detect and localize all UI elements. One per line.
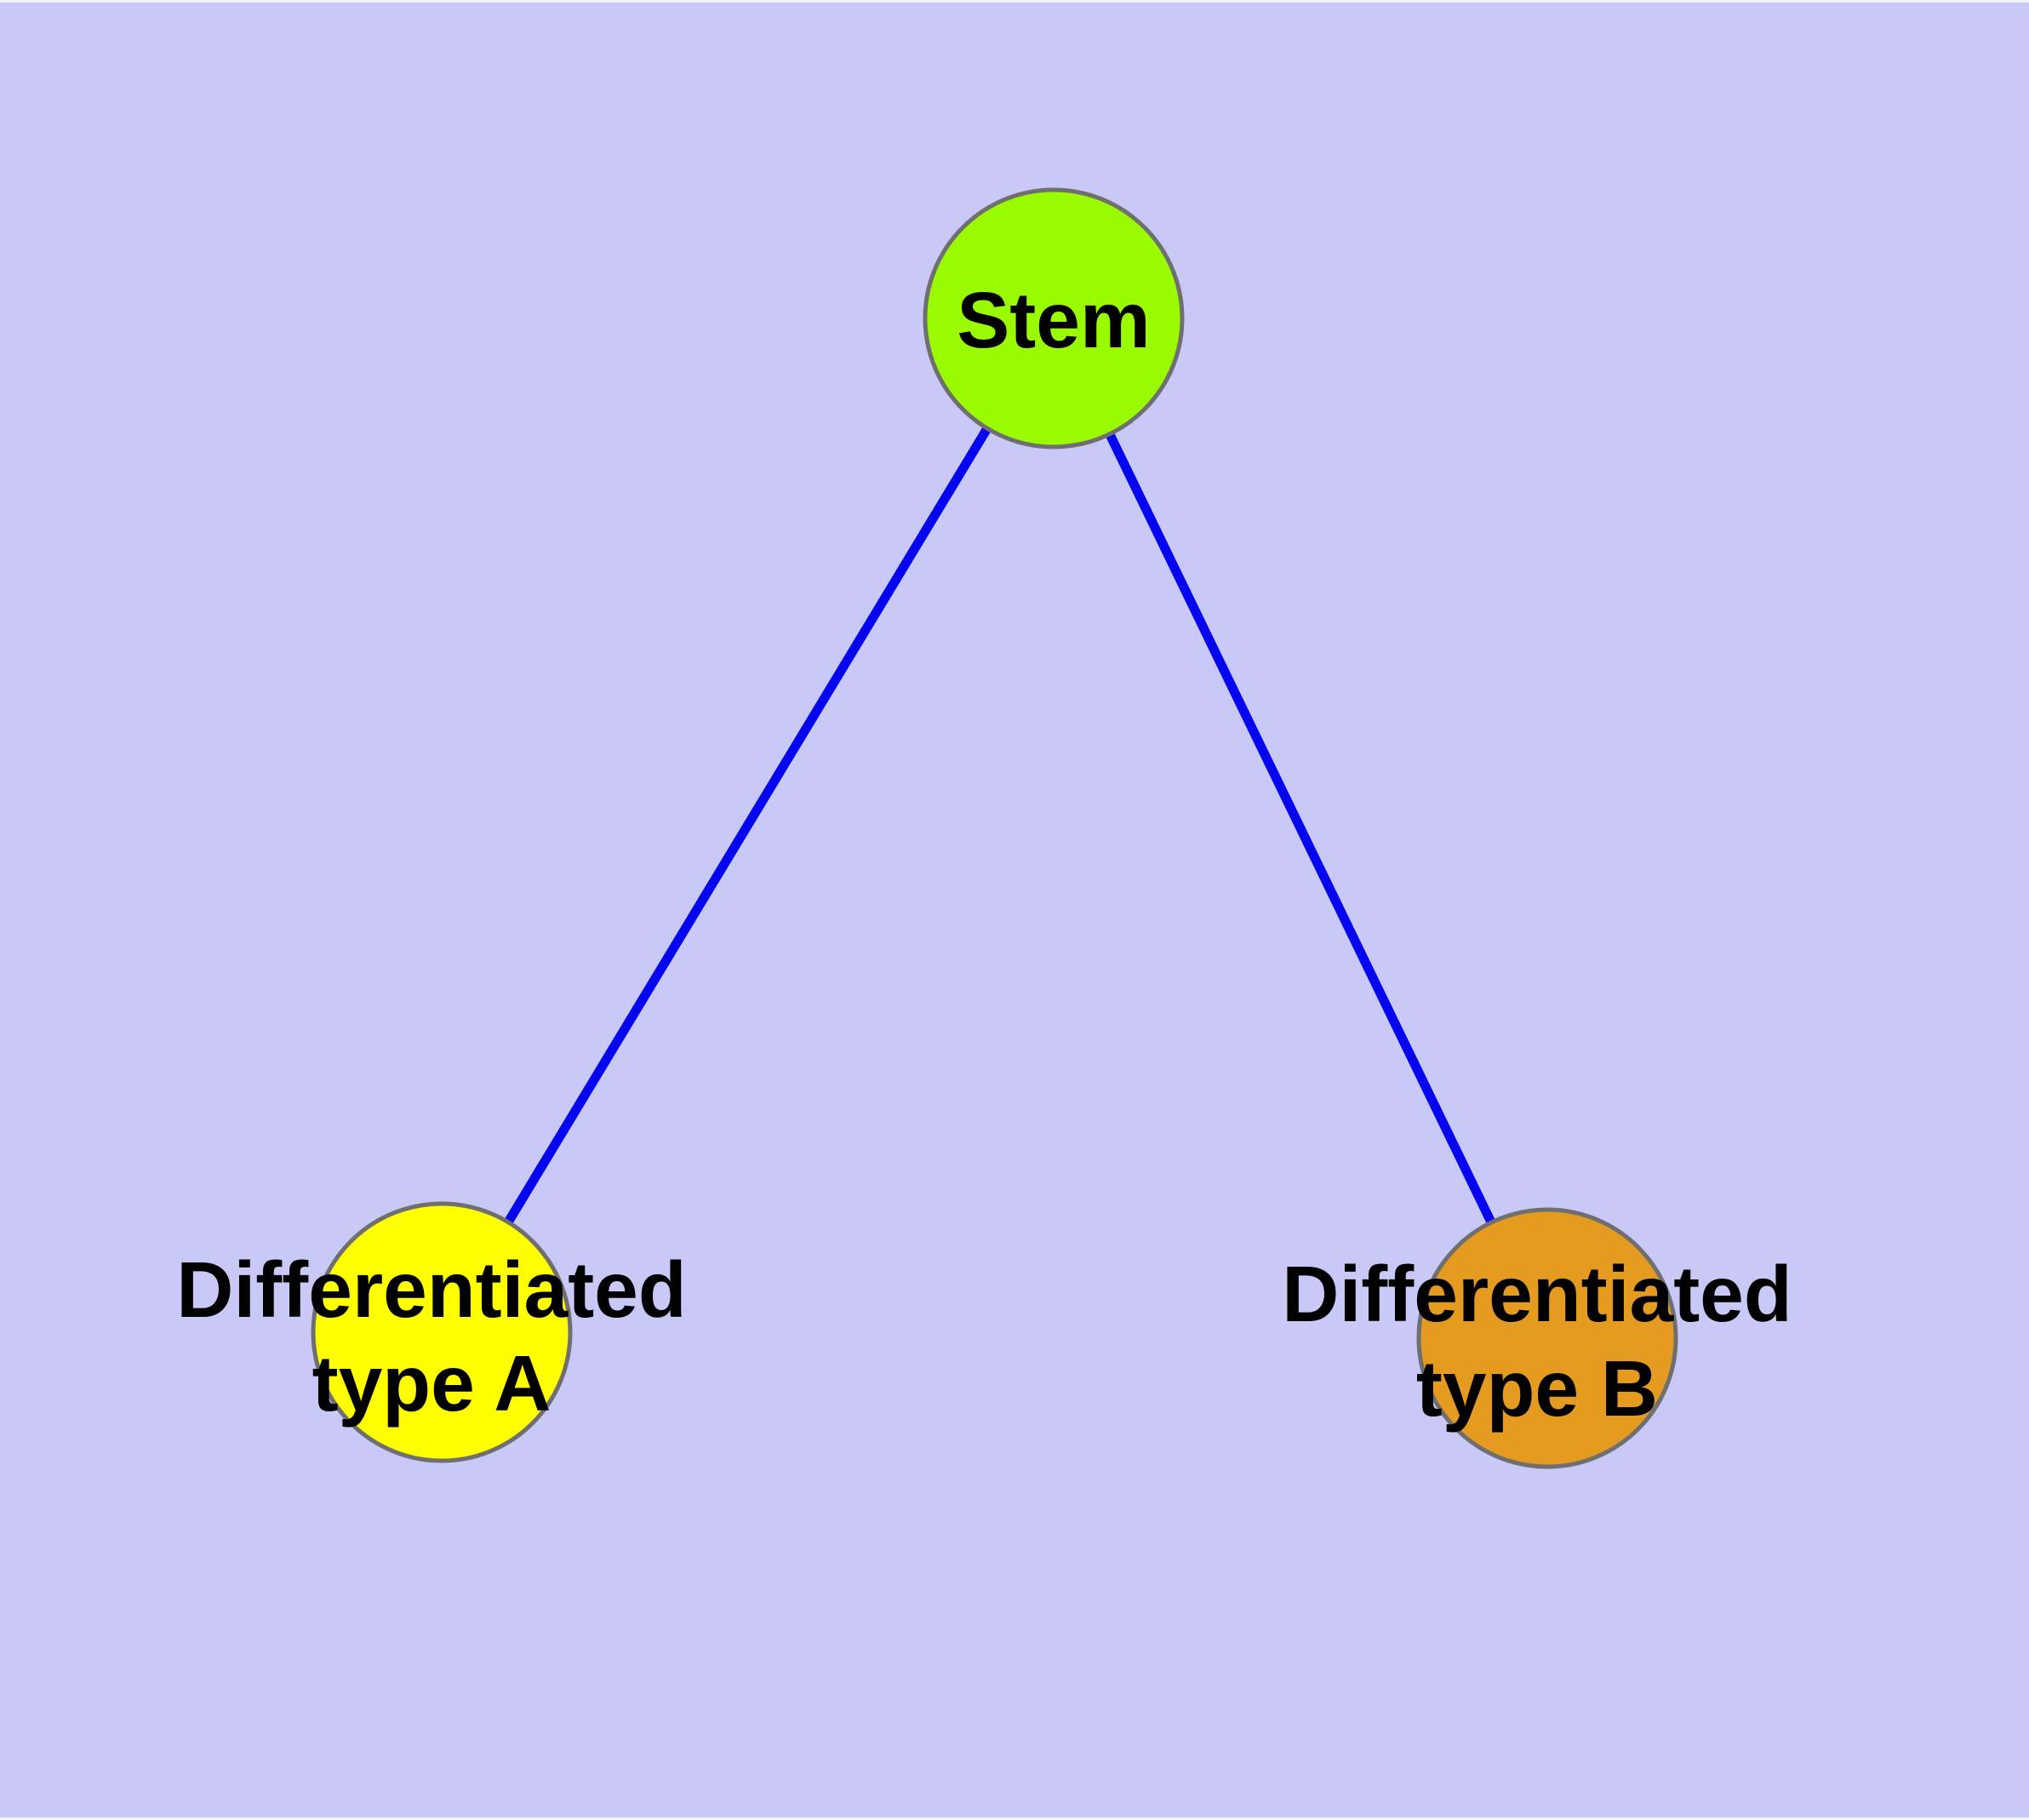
window-top-edge — [0, 0, 2029, 3]
node-type-b-label-line2: type B — [1416, 1344, 1658, 1433]
node-differentiated-type-b — [1416, 1207, 1678, 1469]
window-bottom-edge — [0, 1817, 2029, 1820]
node-type-a-label-line2: type A — [312, 1339, 552, 1428]
node-type-a-label-line1: Differentiated — [176, 1245, 686, 1334]
edge-stem-to-type-a — [437, 316, 1058, 1335]
edge-stem-to-type-b — [1049, 316, 1552, 1341]
node-type-b-label-line1: Differentiated — [1282, 1250, 1792, 1338]
node-stem — [923, 187, 1185, 449]
node-differentiated-type-a — [311, 1201, 573, 1463]
node-stem-label: Stem — [957, 276, 1150, 364]
